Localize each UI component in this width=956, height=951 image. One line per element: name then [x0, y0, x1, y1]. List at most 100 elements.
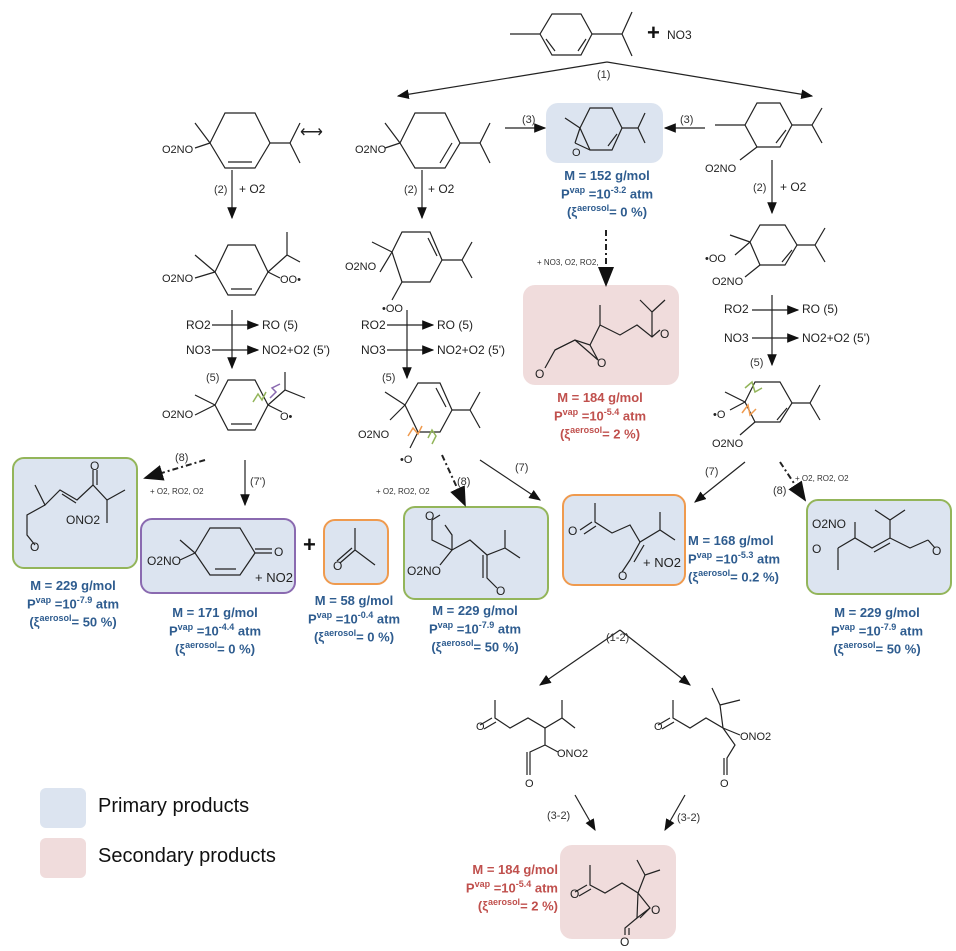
label-peroxy: OO•: [280, 274, 301, 286]
structure-alkyl-radical-right: [657, 687, 741, 775]
label-o: O: [476, 721, 485, 733]
label-ono2: ONO2: [66, 513, 100, 527]
structure-keto-enal: [579, 503, 676, 573]
structure-epoxy-keto-aldehyde-top: [544, 299, 666, 369]
label-o: O: [572, 147, 581, 159]
label-o2no: O2NO: [712, 438, 744, 450]
product-properties-epoxy-keto-aldehyde-bottom: M = 184 g/mol Pvap =10-5.4 atm (ξaerosol…: [465, 862, 558, 914]
label-o2no: O2NO: [712, 276, 744, 288]
reagent-no3: NO3: [361, 343, 386, 357]
product-no2-o2: NO2+O2 (5'): [802, 331, 871, 345]
reagent-ro2: RO2: [361, 318, 386, 332]
structure-alkyl-radical-left: [479, 700, 576, 775]
product-properties-keto-enal: M = 168 g/mol Pvap =10-5.3 atm (ξaerosol…: [688, 533, 781, 585]
label-o: O: [812, 542, 821, 556]
structure-alkoxy-radical-a: [194, 372, 306, 431]
structure-nitrooxy-cyclohexenone: [179, 527, 272, 576]
label-o2no: O2NO: [147, 554, 181, 568]
label-o2no: O2NO: [162, 409, 194, 421]
label-o: O: [90, 459, 99, 473]
label-o: O: [568, 524, 577, 538]
reagent-ro2: RO2: [724, 302, 749, 316]
product-box-nitrooxy-keto-enal: [806, 499, 952, 595]
label-o2no: O2NO: [812, 517, 846, 531]
product-ro: RO (5): [802, 302, 839, 316]
structure-nitrooxy-enone-aldehyde: [26, 470, 126, 546]
product-properties-epoxy-keto-aldehyde-top: M = 184 g/mol Pvap =10-5.4 atm (ξaerosol…: [553, 390, 647, 442]
reagent-o2: + O2: [428, 182, 455, 196]
product-box-keto-enal: [562, 494, 686, 586]
reagent-o2: + O2: [239, 182, 266, 196]
label-peroxy: •OO: [382, 303, 403, 315]
label-o2no: O2NO: [162, 144, 194, 156]
structure-nitrooxy-keto-enal: [837, 509, 936, 570]
step-label-3-2: (3-2): [547, 810, 571, 822]
label-ono2: ONO2: [740, 731, 771, 743]
label-o: O: [597, 356, 606, 370]
label-o: O: [620, 935, 629, 949]
structure-peroxy-radical-c: [729, 224, 826, 278]
product-properties-epoxide: M = 152 g/mol Pvap =10-3.2 atm (ξaerosol…: [560, 168, 654, 220]
label-peroxy: •OO: [705, 253, 726, 265]
label-alkoxy: •O: [400, 454, 413, 466]
reagents-o2-ro2-o2: + O2, RO2, O2: [150, 487, 204, 496]
oxidant-no3: NO3: [667, 28, 692, 42]
label-o: O: [654, 721, 663, 733]
label-ono2: ONO2: [557, 748, 588, 760]
label-o2no: O2NO: [355, 144, 387, 156]
product-box-nitrooxy-dialdehyde: [403, 506, 549, 600]
step-label-3-2: (3-2): [677, 812, 701, 824]
product-box-acetone: [323, 519, 389, 585]
structure-nitrooxy-radical-a: [194, 112, 301, 169]
step-label-7: (7): [705, 466, 719, 478]
product-ro: RO (5): [262, 318, 299, 332]
product-no2-o2: NO2+O2 (5'): [437, 343, 506, 357]
plus-sign: +: [303, 532, 316, 557]
product-box-epoxy-keto-aldehyde-top: [523, 285, 679, 385]
reagent-o2: + O2: [780, 180, 807, 194]
product-properties-nitrooxy-cyclohexenone: M = 171 g/mol Pvap =10-4.4 atm (ξaerosol…: [168, 605, 262, 657]
label-alkoxy: •O: [713, 409, 726, 421]
label-o: O: [651, 903, 660, 917]
step-label-2: (2): [404, 184, 418, 196]
coproduct-no2: + NO2: [255, 570, 293, 585]
structure-epoxy-keto-aldehyde-bottom: [574, 859, 661, 935]
structure-epoxide: [564, 107, 646, 151]
legend-label-secondary: Secondary products: [98, 845, 276, 867]
legend-swatch-primary: [40, 788, 86, 828]
label-alkoxy: O•: [280, 411, 293, 423]
step-label-7-prime: (7'): [250, 476, 266, 488]
step-label-5: (5): [382, 372, 396, 384]
product-properties-acetone: M = 58 g/mol Pvap =10-0.4 atm (ξaerosol=…: [307, 593, 401, 645]
reagent-no3: NO3: [186, 343, 211, 357]
label-o2no: O2NO: [705, 163, 737, 175]
structure-peroxy-radical-b: [371, 231, 473, 301]
plus-sign: +: [647, 20, 660, 45]
label-o: O: [535, 367, 544, 381]
product-properties-nitrooxy-keto-enal: M = 229 g/mol Pvap =10-7.9 atm (ξaerosol…: [830, 605, 924, 657]
label-o: O: [496, 584, 505, 598]
structure-nitrooxy-dialdehyde: [431, 514, 521, 589]
label-o: O: [333, 559, 342, 573]
reagents-no3-o2-ro2: + NO3, O2, RO2,: [537, 258, 599, 267]
structure-gamma-terpinene: [510, 11, 633, 57]
legend-swatch-secondary: [40, 838, 86, 878]
label-o: O: [618, 569, 627, 583]
resonance-arrow: ⟷: [300, 124, 323, 141]
step-label-8: (8): [175, 452, 189, 464]
label-o: O: [425, 509, 434, 523]
product-box-epoxy-keto-aldehyde-bottom: [560, 845, 676, 939]
structure-acetone: [336, 528, 376, 566]
product-box-nitrooxy-enone-aldehyde: [12, 457, 138, 569]
label-o: O: [932, 544, 941, 558]
structure-nitrooxy-radical-b: [384, 112, 491, 169]
structure-alkoxy-radical-b: [384, 382, 481, 449]
label-o2no: O2NO: [358, 429, 390, 441]
step-label-1-2: (1-2): [606, 632, 630, 644]
step-label-3: (3): [680, 114, 694, 126]
label-o2no: O2NO: [162, 273, 194, 285]
reagent-ro2: RO2: [186, 318, 211, 332]
step-label-8: (8): [457, 476, 471, 488]
product-properties-nitrooxy-dialdehyde: M = 229 g/mol Pvap =10-7.9 atm (ξaerosol…: [428, 603, 522, 655]
